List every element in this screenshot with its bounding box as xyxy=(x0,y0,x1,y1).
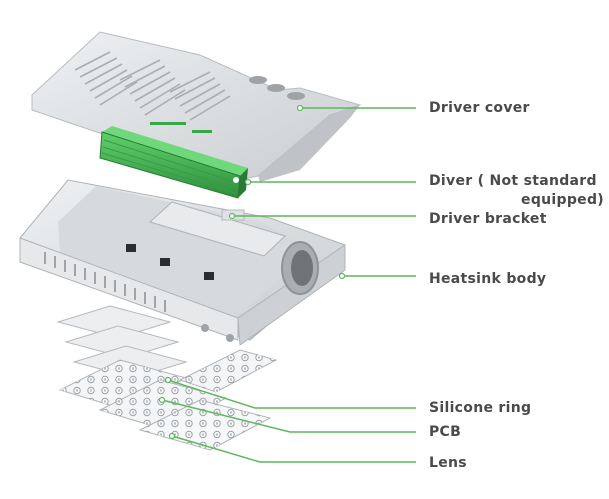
driver-cover-part xyxy=(31,31,362,183)
label-silicone-ring: Silicone ring xyxy=(429,400,532,416)
label-pcb: PCB xyxy=(429,424,462,440)
label-driver-note: equipped) xyxy=(521,192,604,208)
leader-lens xyxy=(171,435,416,463)
heatsink-body-part xyxy=(19,179,346,346)
label-driver-cover: Driver cover xyxy=(429,100,530,116)
label-heatsink-body: Heatsink body xyxy=(429,271,547,287)
pcb-part xyxy=(58,359,228,431)
label-lens: Lens xyxy=(429,455,467,471)
leader-dots xyxy=(158,104,346,440)
label-driver-bracket: Driver bracket xyxy=(429,211,547,227)
label-driver: Diver ( Not standard xyxy=(429,173,597,189)
led-driver-part xyxy=(99,126,248,199)
leader-silicone-ring xyxy=(167,379,416,409)
leader-pcb xyxy=(161,399,416,433)
leader-lines xyxy=(161,107,416,463)
